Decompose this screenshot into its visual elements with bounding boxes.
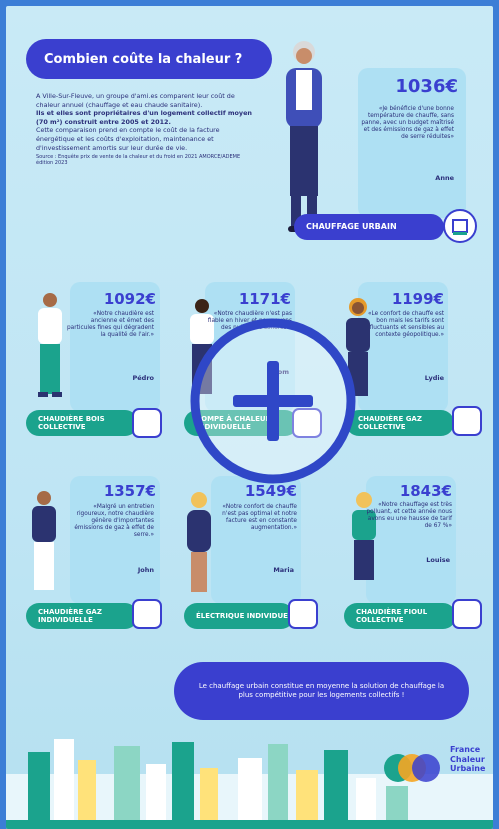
card-6-label: CHAUDIÈRE FIOUL COLLECTIVE xyxy=(344,603,456,629)
brand-logo-icon xyxy=(384,754,440,782)
intro-source: Source : Enquête prix de vente de la cha… xyxy=(36,154,241,167)
conclusion-banner: Le chauffage urbain constitue en moyenne… xyxy=(174,662,469,720)
person-illustration-maria xyxy=(187,492,211,592)
featured-card xyxy=(358,68,466,218)
infographic-poster: Combien coûte la chaleur ? A Ville-Sur-F… xyxy=(6,6,493,829)
card-2-person: Tom xyxy=(231,368,289,376)
plus-zoom-icon[interactable] xyxy=(189,317,357,485)
district-heating-icon xyxy=(443,209,477,243)
oil-boiler-icon xyxy=(452,599,482,629)
card-4-person: John xyxy=(137,566,154,574)
brand-line-3: Urbaine xyxy=(450,764,486,773)
card-3-person: Lydie xyxy=(424,374,444,382)
card-5 xyxy=(211,476,301,604)
card-5-price: 1549€ xyxy=(244,482,297,500)
featured-quote: «Je bénéficie d'une bonne température de… xyxy=(361,106,454,140)
person-illustration-anne xyxy=(286,41,322,232)
card-6-quote: «Notre chauffage est très polluant, et c… xyxy=(366,502,453,529)
card-5-label: ÉLECTRIQUE INDIVIDUEL xyxy=(184,603,294,629)
card-6-price: 1843€ xyxy=(399,482,452,500)
card-4-quote: «Malgré un entretien rigoureux, notre ch… xyxy=(74,504,154,538)
card-6-person: Louise xyxy=(426,556,450,564)
wood-boiler-icon xyxy=(132,408,162,438)
brand-line-2: Chaleur xyxy=(450,754,485,764)
card-4 xyxy=(70,476,160,604)
card-1 xyxy=(70,282,160,412)
card-5-person: Maria xyxy=(273,566,294,574)
intro-paragraph-2: Ils et elles sont propriétaires d'un log… xyxy=(36,109,252,126)
intro-paragraph-1: A Ville-Sur-Fleuve, un groupe d'ami.es c… xyxy=(36,92,235,109)
gas-boiler-collective-icon xyxy=(452,406,482,436)
card-4-label: CHAUDIÈRE GAZ INDIVIDUELLE xyxy=(26,603,138,629)
card-1-label: CHAUDIÈRE BOIS COLLECTIVE xyxy=(26,410,138,436)
intro-paragraph-3: Cette comparaison prend en compte le coû… xyxy=(36,126,220,152)
card-3-price: 1199€ xyxy=(391,290,444,308)
card-5-quote: «Notre confort de chauffe n'est pas opti… xyxy=(222,504,297,531)
heat-pump-icon xyxy=(292,408,322,438)
featured-label: CHAUFFAGE URBAIN xyxy=(294,214,444,240)
brand-line-1: France xyxy=(450,745,481,754)
electric-heater-icon xyxy=(288,599,318,629)
card-3-label: CHAUDIÈRE GAZ COLLECTIVE xyxy=(346,410,454,436)
card-2-price: 1171€ xyxy=(238,290,291,308)
gas-boiler-individual-icon xyxy=(132,599,162,629)
card-6 xyxy=(366,476,456,604)
city-skyline-illustration xyxy=(6,739,493,829)
card-4-price: 1357€ xyxy=(103,482,156,500)
person-illustration-pedro xyxy=(38,293,62,397)
person-illustration-john xyxy=(32,491,56,590)
featured-price: 1036€ xyxy=(395,76,458,97)
brand-name: France Chaleur Urbaine xyxy=(450,745,485,774)
card-3 xyxy=(358,282,448,412)
card-3-quote: «Le confort de chauffe est bon mais les … xyxy=(367,311,444,338)
card-1-person: Pédro xyxy=(132,374,155,382)
page-title: Combien coûte la chaleur ? xyxy=(26,39,272,79)
intro-text: A Ville-Sur-Fleuve, un groupe d'ami.es c… xyxy=(36,92,258,166)
card-1-price: 1092€ xyxy=(103,290,156,308)
card-1-quote: «Notre chaudière est ancienne et émet de… xyxy=(66,311,154,338)
person-illustration-louise xyxy=(352,492,376,580)
featured-person: Anne xyxy=(435,174,454,182)
